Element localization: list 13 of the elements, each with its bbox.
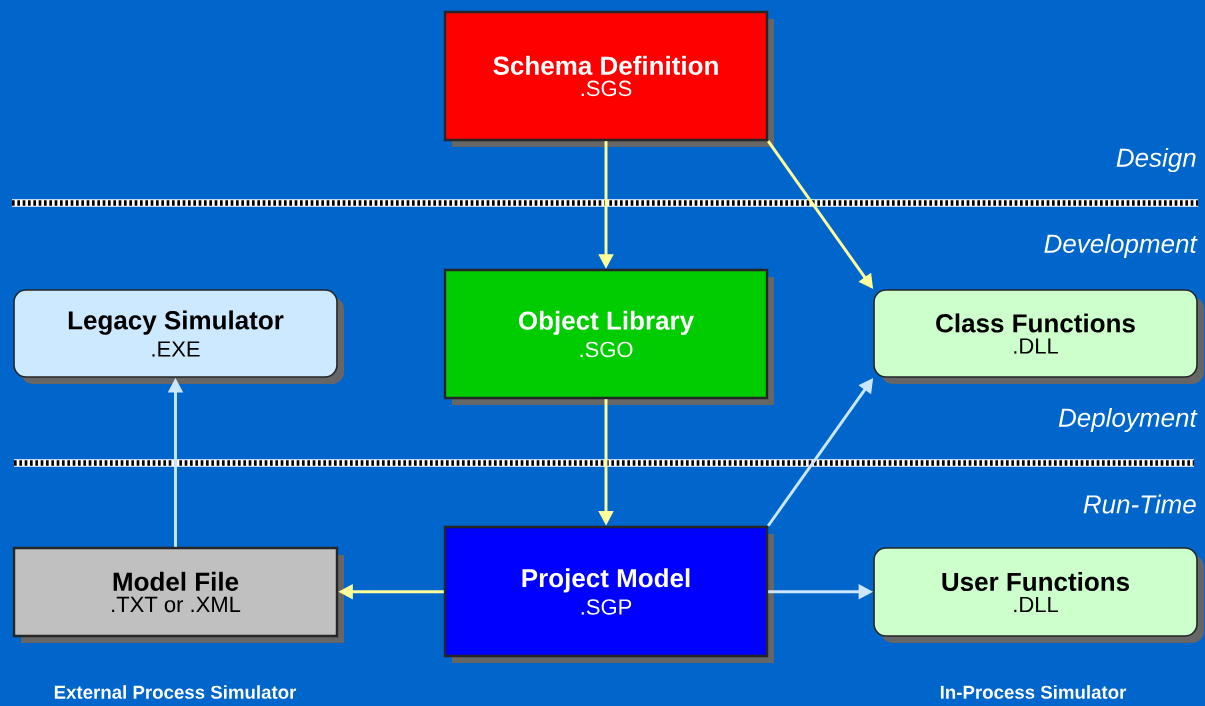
process-box: Schema Definition .SGS	[443, 10, 774, 147]
component-box: Legacy Simulator .EXE	[13, 289, 344, 384]
component-box: User Functions .DLL	[873, 547, 1204, 643]
process-box: Model File .TXT or .XML	[12, 546, 344, 643]
phase-label: Deployment	[1058, 407, 1198, 433]
phase-label: Design	[1116, 147, 1196, 173]
component-box: Class Functions .DLL	[873, 289, 1204, 384]
process-box: Object Library .SGO	[443, 268, 774, 405]
process-box: Project Model .SGP	[443, 525, 774, 663]
phase-label: Development	[1044, 233, 1198, 259]
group-label: External Process Simulator	[54, 685, 297, 699]
group-label: In-Process Simulator	[940, 685, 1127, 699]
phase-label: Run-Time	[1083, 494, 1196, 514]
